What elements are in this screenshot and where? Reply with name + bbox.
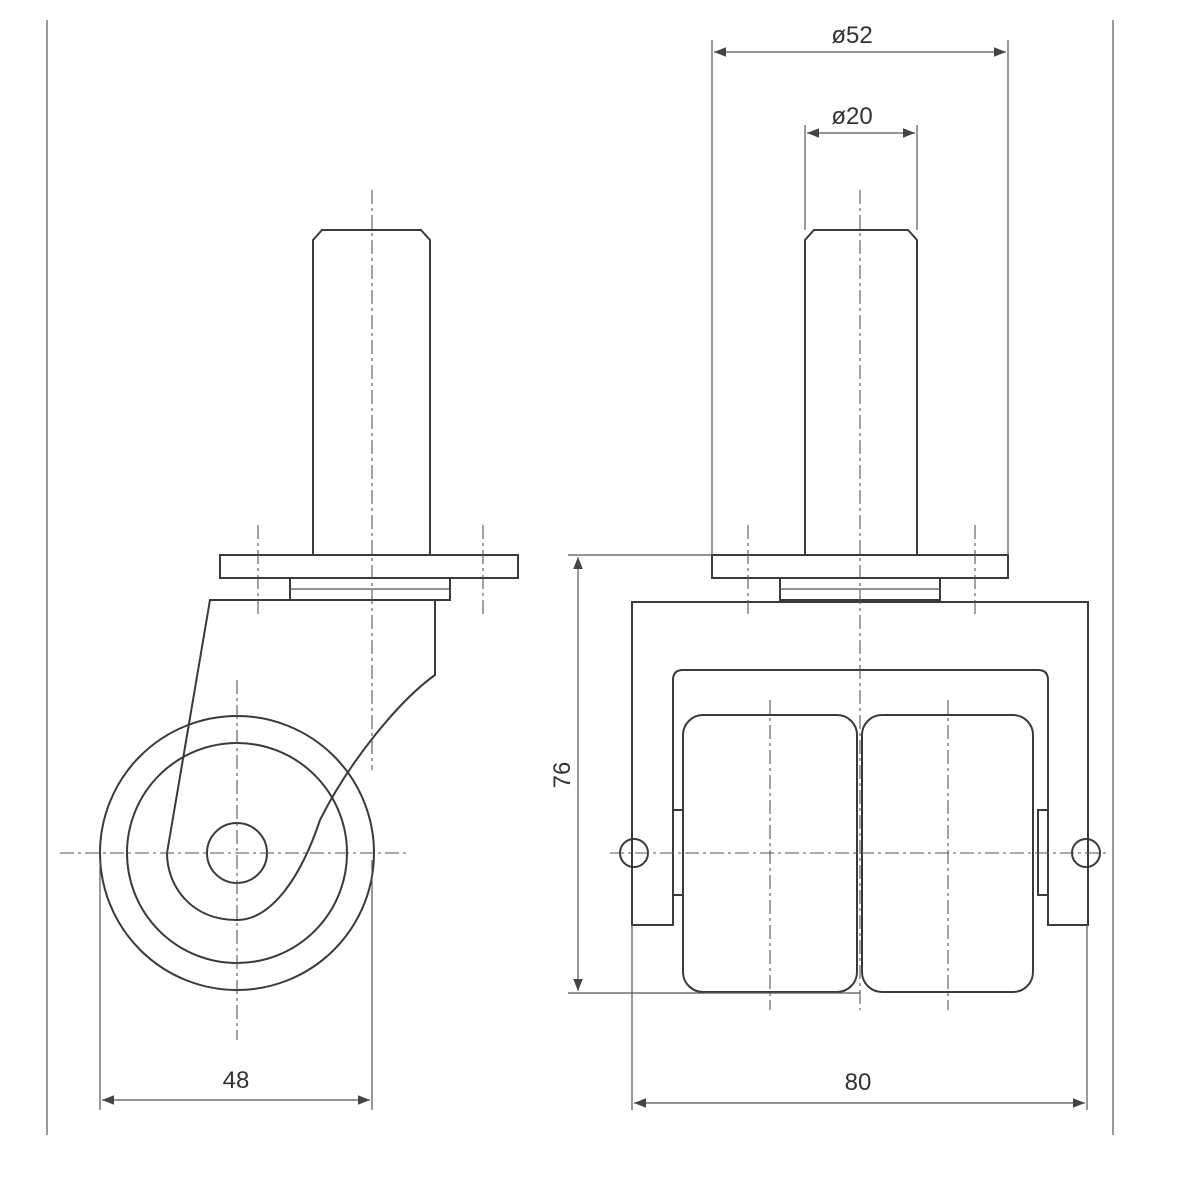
side-view: 48 — [60, 190, 519, 1110]
stem-front — [804, 229, 918, 555]
stem-side — [312, 229, 431, 555]
dimension-stem-diameter: ø20 — [831, 103, 872, 130]
dimension-plate-diameter: ø52 — [831, 22, 872, 49]
mount-plate-side — [219, 554, 519, 579]
dimension-wheel-diameter: 48 — [223, 1067, 250, 1094]
dimension-height: 76 — [549, 762, 576, 789]
dimension-width: 80 — [845, 1069, 872, 1096]
wheel-left — [682, 714, 858, 993]
fork-side — [165, 599, 436, 922]
fork-front — [631, 601, 1089, 926]
front-view: ø52 ø20 76 80 — [549, 22, 1110, 1110]
